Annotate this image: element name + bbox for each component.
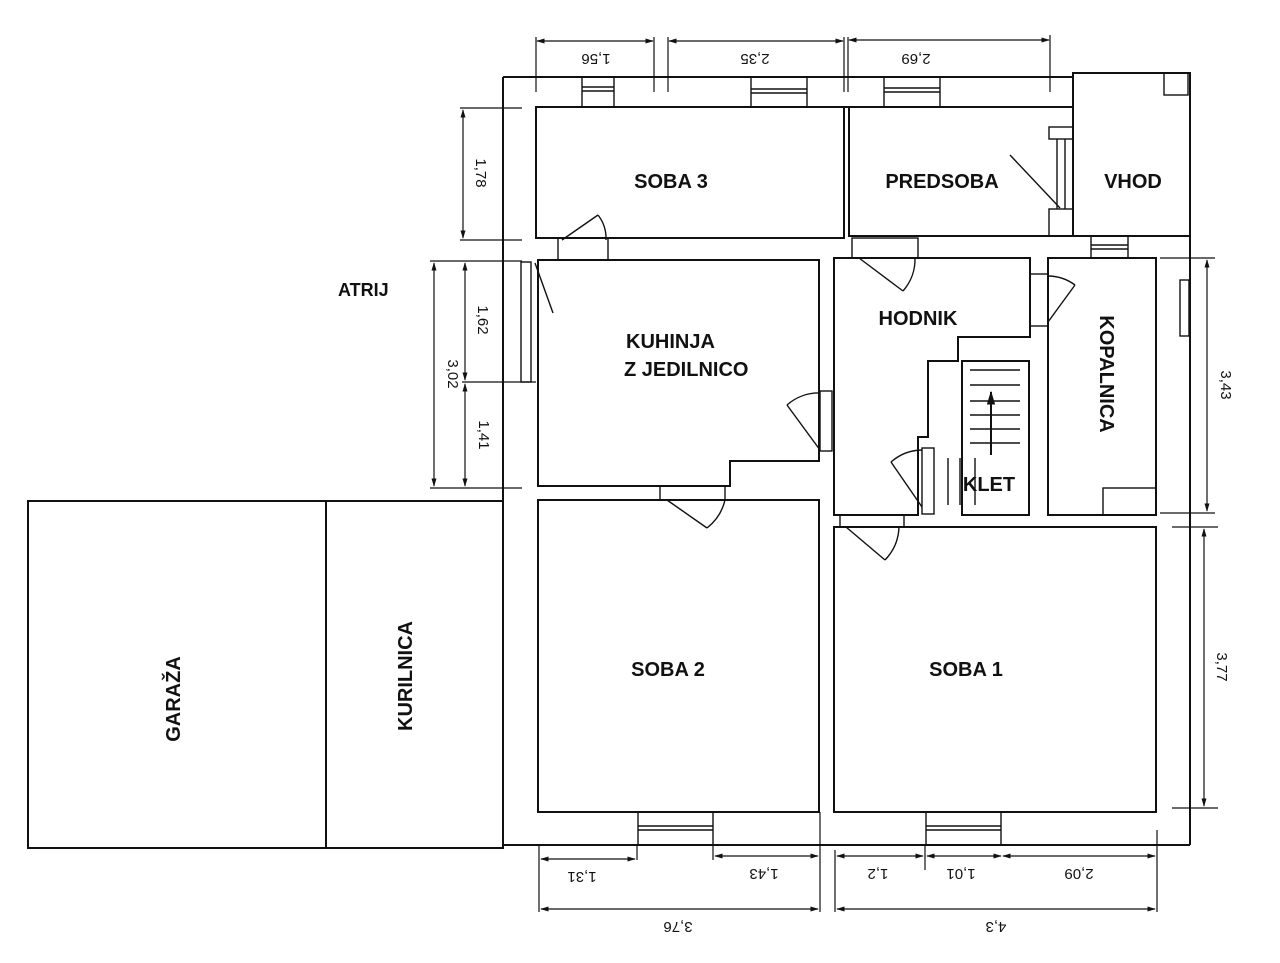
room-label-klet: KLET [963, 474, 1015, 496]
dim-bottom-seg-4: 1,01 [946, 865, 975, 882]
room-klet-stairs: KLET [947, 360, 1030, 516]
room-label-kopalnica: KOPALNICA [1095, 315, 1117, 432]
dimension-lines [430, 35, 1218, 912]
room-label-kurilnica: KURILNICA [395, 621, 417, 731]
room-label-kuhinja-line2: Z JEDILNICO [624, 359, 748, 381]
room-vhod: VHOD [1072, 72, 1191, 237]
room-garaza: GARAŽA [27, 500, 327, 849]
room-soba1: SOBA 1 [833, 526, 1157, 813]
room-label-soba2: SOBA 2 [631, 659, 705, 681]
room-label-kuhinja-line1: KUHINJA [626, 331, 715, 353]
room-soba2: SOBA 2 [537, 499, 820, 813]
room-label-hodnik: HODNIK [879, 308, 958, 330]
room-kuhinja: KUHINJA Z JEDILNICO [537, 259, 820, 487]
label-atrij: ATRIJ [338, 280, 389, 300]
dim-bottom-total-1: 3,76 [663, 918, 692, 935]
room-predsoba: PREDSOBA [848, 106, 1074, 237]
dim-bottom-seg-5: 2,09 [1064, 865, 1093, 882]
outer-walls [502, 72, 1191, 846]
dim-left-lower: 1,41 [475, 420, 492, 449]
dim-bottom-seg-2: 1,43 [749, 865, 778, 882]
room-soba3: SOBA 3 [535, 106, 845, 239]
dimension-labels: 1,56 2,35 2,69 1,78 1,62 3,02 1,41 3,43 … [444, 50, 1234, 935]
dim-bottom-seg-3: 1,2 [868, 865, 889, 882]
dim-top-2: 2,35 [740, 50, 769, 67]
dim-top-1: 1,56 [581, 50, 610, 67]
dim-left-upper: 1,62 [474, 305, 491, 334]
room-label-soba1: SOBA 1 [929, 659, 1003, 681]
dim-right-soba1: 3,77 [1213, 652, 1230, 681]
windows [520, 76, 1129, 846]
dim-bottom-seg-1: 1,31 [567, 868, 596, 885]
room-kopalnica: KOPALNICA [1047, 257, 1190, 516]
room-label-predsoba: PREDSOBA [885, 171, 998, 193]
room-label-soba3: SOBA 3 [634, 171, 708, 193]
room-label-vhod: VHOD [1104, 171, 1162, 193]
dim-left-total: 3,02 [444, 359, 461, 388]
dim-bottom-total-2: 4,3 [986, 918, 1007, 935]
room-kurilnica: KURILNICA [325, 500, 504, 849]
dim-left-soba3: 1,78 [472, 158, 489, 187]
dim-top-3: 2,69 [901, 50, 930, 67]
doors [534, 214, 1076, 561]
room-label-garaza: GARAŽA [161, 656, 185, 742]
dim-right-kopalnica: 3,43 [1217, 370, 1234, 399]
